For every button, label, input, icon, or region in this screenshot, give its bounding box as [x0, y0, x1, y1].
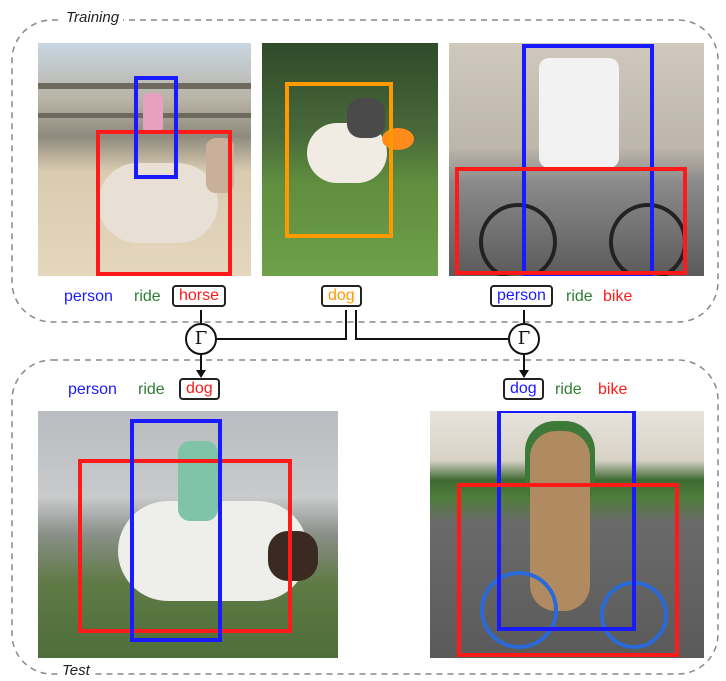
- caption-test1-object: dog: [179, 378, 220, 400]
- test-section-label: Test: [58, 662, 94, 679]
- bbox-horse: [96, 130, 232, 276]
- training-photo-dog: [262, 43, 438, 276]
- bbox-dog: [497, 411, 636, 631]
- test-photo-person-dog: [38, 411, 338, 658]
- gamma-operator-left: Γ: [185, 323, 217, 355]
- test-photo-dog-bike: [430, 411, 704, 658]
- training-section-label: Training: [62, 9, 124, 26]
- caption-train3-subject: person: [490, 285, 553, 307]
- caption-train1-subject: person: [64, 288, 113, 305]
- caption-train3-object: bike: [603, 288, 633, 305]
- bbox-bike: [455, 167, 687, 275]
- training-photo-person-bike: [449, 43, 704, 276]
- caption-train2-object: dog: [321, 285, 362, 307]
- caption-train1-verb: ride: [134, 288, 161, 305]
- caption-test2-subject: dog: [503, 378, 544, 400]
- bbox-dog: [285, 82, 393, 238]
- caption-train1-object: horse: [172, 285, 227, 307]
- bbox-person: [130, 419, 222, 642]
- caption-test1-subject: person: [68, 381, 117, 398]
- caption-test2-object: bike: [598, 381, 628, 398]
- gamma-operator-right: Γ: [508, 323, 540, 355]
- caption-train3-verb: ride: [566, 288, 593, 305]
- training-photo-person-horse: [38, 43, 251, 276]
- bbox-person: [134, 76, 178, 179]
- bbox-bike: [457, 483, 679, 657]
- caption-test1-verb: ride: [138, 381, 165, 398]
- bbox-dog: [78, 459, 292, 633]
- caption-test2-verb: ride: [555, 381, 582, 398]
